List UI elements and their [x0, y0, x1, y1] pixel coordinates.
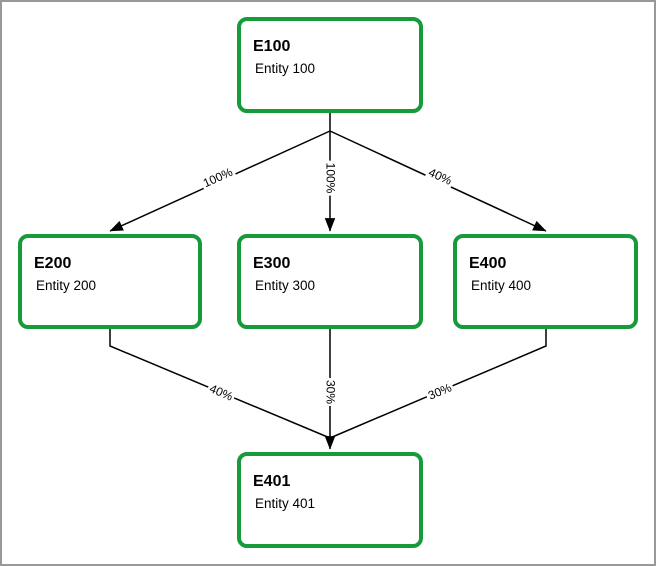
node-subtitle: Entity 400 [471, 278, 532, 293]
node-e401[interactable]: E401 Entity 401 [237, 452, 423, 548]
node-subtitle: Entity 401 [255, 496, 316, 511]
node-subtitle: Entity 100 [255, 61, 316, 76]
node-title: E200 [34, 255, 72, 272]
node-e100[interactable]: E100 Entity 100 [237, 17, 423, 113]
edge-e200-e401[interactable] [109, 329, 331, 439]
node-title: E401 [253, 473, 291, 490]
node-subtitle: Entity 200 [36, 278, 97, 293]
node-subtitle: Entity 300 [255, 278, 316, 293]
node-title: E100 [253, 38, 291, 55]
node-e300[interactable]: E300 Entity 300 [237, 234, 423, 329]
node-e200[interactable]: E200 Entity 200 [18, 234, 202, 329]
edge-e400-e401[interactable] [329, 329, 547, 439]
node-e400[interactable]: E400 Entity 400 [453, 234, 638, 329]
node-title: E300 [253, 255, 291, 272]
node-title: E400 [469, 255, 507, 272]
edge-label-e100-e300[interactable]: 100% [323, 160, 338, 196]
edge-label-e300-e401[interactable]: 30% [323, 377, 338, 407]
